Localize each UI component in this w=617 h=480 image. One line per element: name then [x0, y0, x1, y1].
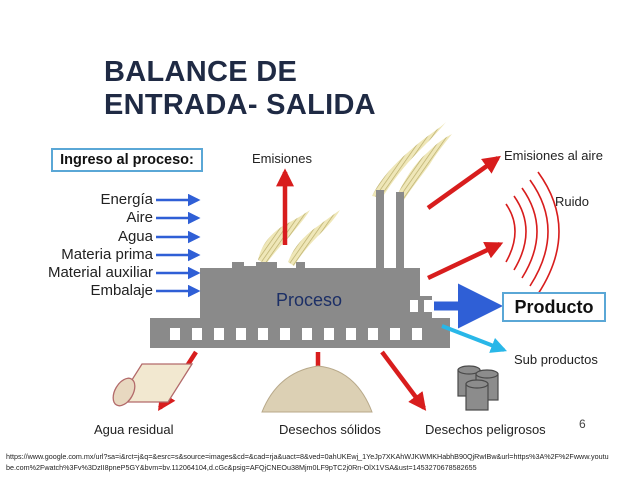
- pipe-icon: [112, 363, 194, 407]
- hazardous-waste-arrow: [380, 350, 427, 411]
- input-arrows: [156, 193, 201, 298]
- output-label-sub-productos: Sub productos: [514, 352, 598, 367]
- inputs-heading: Ingreso al proceso:: [51, 148, 203, 172]
- output-label-desechos-peligrosos: Desechos peligrosos: [425, 422, 546, 437]
- barrels-icon: [457, 365, 499, 411]
- title-line-2: ENTRADA- SALIDA: [104, 89, 376, 121]
- smoke-plume: [288, 210, 340, 266]
- output-label-ruido: Ruido: [555, 194, 589, 209]
- page-title: BALANCE DE ENTRADA- SALIDA: [104, 56, 376, 122]
- input-label-aire: Aire: [126, 209, 153, 226]
- smoke-plume: [396, 134, 452, 200]
- source-url: https://www.google.com.mx/url?sa=i&rct=j…: [6, 452, 609, 472]
- noise-waves-icon: [505, 171, 560, 295]
- air-emissions-arrow: [426, 155, 501, 210]
- subproduct-arrow: [441, 324, 507, 353]
- title-line-1: BALANCE DE: [104, 56, 298, 88]
- output-label-agua-residual: Agua residual: [94, 422, 174, 437]
- smoke-plume: [372, 122, 446, 198]
- input-label-material-auxiliar: Material auxiliar: [47, 264, 153, 281]
- output-label-emisiones-aire: Emisiones al aire: [504, 148, 603, 163]
- waste-pile-icon: [261, 365, 373, 413]
- process-label: Proceso: [276, 290, 343, 310]
- output-label-emisiones: Emisiones: [252, 151, 312, 166]
- input-label-energia: Energía: [100, 191, 153, 208]
- input-label-agua: Agua: [117, 228, 153, 245]
- input-label-materia-prima: Materia prima: [61, 246, 153, 263]
- output-label-desechos-solidos: Desechos sólidos: [279, 422, 381, 437]
- factory-icon: [150, 190, 450, 348]
- page-number: 6: [579, 417, 586, 431]
- product-box: Producto: [502, 292, 606, 322]
- input-label-embalaje: Embalaje: [90, 282, 153, 299]
- factory-windows: [170, 300, 432, 340]
- noise-arrow: [427, 241, 504, 281]
